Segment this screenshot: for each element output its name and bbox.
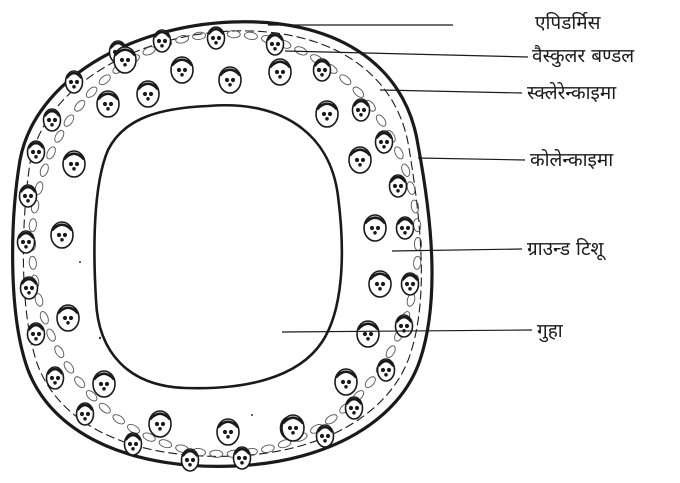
- speck: [79, 261, 81, 263]
- vascular-bundle: [316, 101, 338, 127]
- leader-collenchyma: [418, 158, 525, 160]
- rim-cell: [62, 360, 75, 375]
- vascular-bundle: [154, 30, 171, 52]
- label-vascular-bundle: वैस्कुलर बण्डल: [532, 44, 635, 68]
- vascular-bundle: [217, 419, 239, 445]
- leader-vascular-bundle: [285, 51, 528, 57]
- vascular-bundle: [28, 323, 45, 345]
- rim-cell: [363, 375, 377, 390]
- vascular-bundle: [314, 59, 331, 81]
- vascular-bundle: [364, 215, 386, 241]
- speck: [251, 414, 253, 416]
- rim-cell: [73, 375, 87, 390]
- vascular-bundle: [282, 415, 304, 441]
- vascular-bundle: [269, 59, 291, 85]
- rim-cell: [29, 256, 37, 270]
- vascular-bundle: [402, 273, 419, 295]
- rim-cell: [384, 344, 397, 359]
- vascular-bundle: [63, 151, 85, 177]
- vascular-bundle: [378, 359, 395, 381]
- rim-cell: [406, 181, 416, 195]
- rim-cell: [39, 310, 50, 325]
- vascular-bundle: [137, 81, 159, 107]
- rim-cell: [45, 145, 57, 160]
- vascular-bundle: [335, 369, 357, 395]
- vascular-bundle: [149, 411, 171, 437]
- rim-cell: [62, 113, 75, 128]
- vascular-bundle: [369, 271, 391, 297]
- vascular-bundle: [125, 433, 142, 455]
- rim-cell: [29, 218, 37, 232]
- label-collenchyma: कोलेन्काइमा: [530, 148, 614, 171]
- vascular-bundle: [234, 447, 251, 469]
- vascular-bundle: [114, 47, 136, 73]
- vascular-bundle: [219, 67, 241, 93]
- vascular-bundle: [357, 321, 379, 347]
- speck: [99, 337, 101, 339]
- rim-cell: [158, 438, 173, 449]
- vascular-bundle: [208, 27, 225, 49]
- peripheral-cells: [28, 30, 421, 457]
- rim-cell: [111, 413, 126, 426]
- vascular-bundle: [97, 91, 119, 117]
- rim-cell: [175, 34, 189, 44]
- vascular-bundle: [182, 449, 199, 471]
- vascular-bundle: [47, 367, 64, 389]
- rim-cell: [338, 73, 353, 87]
- vascular-bundles: [18, 27, 419, 471]
- vascular-bundle: [396, 315, 413, 337]
- vascular-bundle: [28, 141, 45, 163]
- vascular-bundle: [51, 222, 73, 248]
- vascular-bundle: [18, 231, 35, 253]
- vascular-bundle: [77, 403, 94, 425]
- vascular-bundle: [317, 425, 334, 447]
- vascular-bundle: [57, 305, 79, 331]
- rim-cell: [244, 31, 258, 40]
- rim-cell: [192, 31, 206, 40]
- rim-cell: [393, 145, 405, 160]
- rim-cell: [413, 256, 421, 270]
- rim-cell: [410, 199, 419, 213]
- cavity-boundary: [94, 105, 341, 388]
- rim-cell: [97, 401, 112, 415]
- vascular-bundle: [267, 33, 284, 55]
- rim-cell: [73, 99, 87, 114]
- rim-cell: [210, 450, 223, 458]
- rim-cell: [45, 328, 57, 343]
- vascular-bundle: [353, 99, 370, 121]
- vascular-bundle: [66, 71, 83, 93]
- vascular-bundle: [21, 277, 38, 299]
- vascular-bundle: [390, 175, 407, 197]
- rim-cell: [97, 73, 112, 87]
- label-ground-tissue: ग्राउन्ड टिशू: [527, 237, 606, 261]
- rim-cell: [324, 413, 339, 426]
- vascular-bundle: [44, 109, 61, 131]
- rim-cell: [53, 344, 66, 359]
- rim-cell: [413, 218, 421, 232]
- vascular-bundle: [346, 397, 363, 419]
- vascular-bundle: [20, 185, 37, 207]
- epidermis-inner-line: [23, 31, 421, 457]
- vascular-bundle: [349, 147, 371, 173]
- vascular-bundle: [397, 217, 414, 239]
- rim-cell: [351, 85, 365, 99]
- vascular-bundle: [376, 131, 393, 153]
- vascular-bundle: [93, 371, 115, 397]
- label-sclerenchyma: स्क्लेरेन्काइमा: [527, 81, 617, 104]
- label-epidermis: एपिडर्मिस: [535, 11, 602, 34]
- label-cavity: गुहा: [537, 320, 564, 343]
- vascular-bundle: [171, 57, 193, 83]
- rim-cell: [84, 85, 98, 99]
- rim-cell: [374, 113, 387, 128]
- leader-ground-tissue: [392, 249, 522, 251]
- rim-cell: [39, 163, 50, 178]
